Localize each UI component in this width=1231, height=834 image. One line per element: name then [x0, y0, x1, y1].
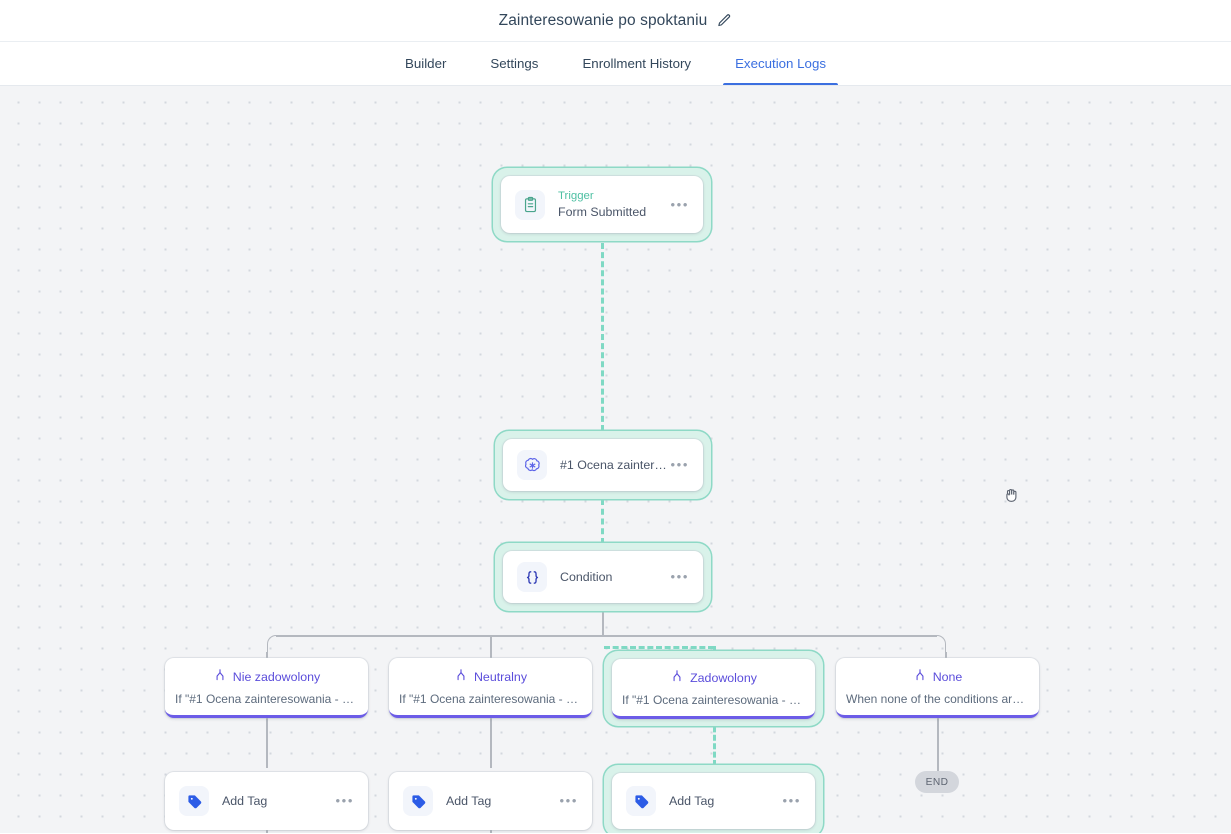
trigger-kicker: Trigger	[558, 190, 594, 202]
trigger-label: Form Submitted	[558, 205, 647, 219]
branch-title: Zadowolony	[690, 671, 757, 685]
branch-title: None	[932, 670, 963, 684]
workflow-tabs: Builder Settings Enrollment History Exec…	[0, 42, 1231, 86]
branch-subtitle: When none of the conditions are met	[846, 691, 1029, 706]
action-menu-button[interactable]: •••	[335, 793, 354, 808]
connector-branch2-to-action2	[490, 718, 492, 768]
branch-card-neutralny[interactable]: Neutralny If "#1 Ocena zainteresowania -…	[389, 658, 592, 718]
branch-fork-icon	[913, 668, 927, 687]
workflow-header: Zainteresowanie po spoktaniu	[0, 0, 1231, 42]
connector-branch3-to-action3	[713, 718, 716, 766]
clipboard-icon	[515, 189, 545, 220]
branch-subtitle: If "#1 Ocena zainteresowania - Respon…	[399, 691, 582, 706]
connector-condition-stem	[602, 609, 604, 636]
page-title: Zainteresowanie po spoktaniu	[498, 11, 708, 29]
tab-enrollment-history[interactable]: Enrollment History	[582, 56, 692, 71]
connector-branch-bar	[276, 635, 937, 637]
action-label: Add Tag	[446, 794, 492, 808]
grab-hand-cursor	[1003, 485, 1021, 505]
branch-fork-icon	[213, 668, 227, 687]
branch-title: Nie zadowolony	[232, 670, 321, 684]
action-node-add-tag-3[interactable]: Add Tag •••	[612, 773, 815, 829]
condition-node[interactable]: Condition •••	[503, 551, 703, 603]
action-menu-button[interactable]: •••	[559, 793, 578, 808]
tab-builder[interactable]: Builder	[405, 56, 447, 71]
braces-icon	[517, 562, 547, 592]
connector-drop-branch-2	[490, 635, 492, 666]
tab-execution-logs[interactable]: Execution Logs	[713, 42, 848, 85]
trigger-node[interactable]: Trigger Form Submitted •••	[501, 176, 703, 233]
openai-icon	[517, 450, 547, 480]
tag-icon	[626, 786, 656, 816]
connector-branch4-to-end	[937, 718, 939, 771]
action-node-add-tag-2[interactable]: Add Tag •••	[389, 772, 592, 830]
action-menu-button[interactable]: •••	[782, 793, 801, 808]
end-badge-branch-none: END	[915, 771, 959, 793]
action-node-add-tag-1[interactable]: Add Tag •••	[165, 772, 368, 830]
branch-card-nie-zadowolony[interactable]: Nie zadowolony If "#1 Ocena zainteresowa…	[165, 658, 368, 718]
connector-corner-left	[267, 635, 285, 653]
branch-subtitle: If "#1 Ocena zainteresowania - Respon…	[622, 692, 805, 707]
branch-fork-icon	[670, 669, 684, 688]
action-label: Add Tag	[222, 794, 268, 808]
tab-settings[interactable]: Settings	[490, 56, 539, 71]
connector-highlight-horizontal	[604, 646, 714, 649]
ai-action-label: #1 Ocena zainteresowania	[560, 458, 671, 472]
workflow-canvas[interactable]: Trigger Form Submitted ••• #1 Ocena zain…	[0, 86, 1231, 833]
ai-action-menu-button[interactable]: •••	[670, 457, 689, 472]
branch-title: Neutralny	[473, 670, 528, 684]
connector-ai-to-condition	[601, 499, 604, 544]
trigger-menu-button[interactable]: •••	[670, 196, 689, 212]
connector-corner-right	[928, 635, 946, 653]
ai-action-node[interactable]: #1 Ocena zainteresowania •••	[503, 439, 703, 491]
condition-label: Condition	[560, 570, 613, 584]
connector-action1-to-end	[266, 830, 268, 833]
tag-icon	[403, 786, 433, 816]
branch-fork-icon	[454, 668, 468, 687]
connector-branch1-to-action1	[266, 718, 268, 768]
branch-card-none[interactable]: None When none of the conditions are met	[836, 658, 1039, 718]
connector-action2-to-end	[490, 830, 492, 833]
connector-trigger-to-ai	[601, 243, 604, 431]
action-label: Add Tag	[669, 794, 715, 808]
condition-menu-button[interactable]: •••	[670, 569, 689, 584]
tag-icon	[179, 786, 209, 816]
pencil-icon[interactable]	[717, 13, 732, 28]
branch-card-zadowolony[interactable]: Zadowolony If "#1 Ocena zainteresowania …	[612, 659, 815, 719]
branch-subtitle: If "#1 Ocena zainteresowania - Respon…	[175, 691, 358, 706]
